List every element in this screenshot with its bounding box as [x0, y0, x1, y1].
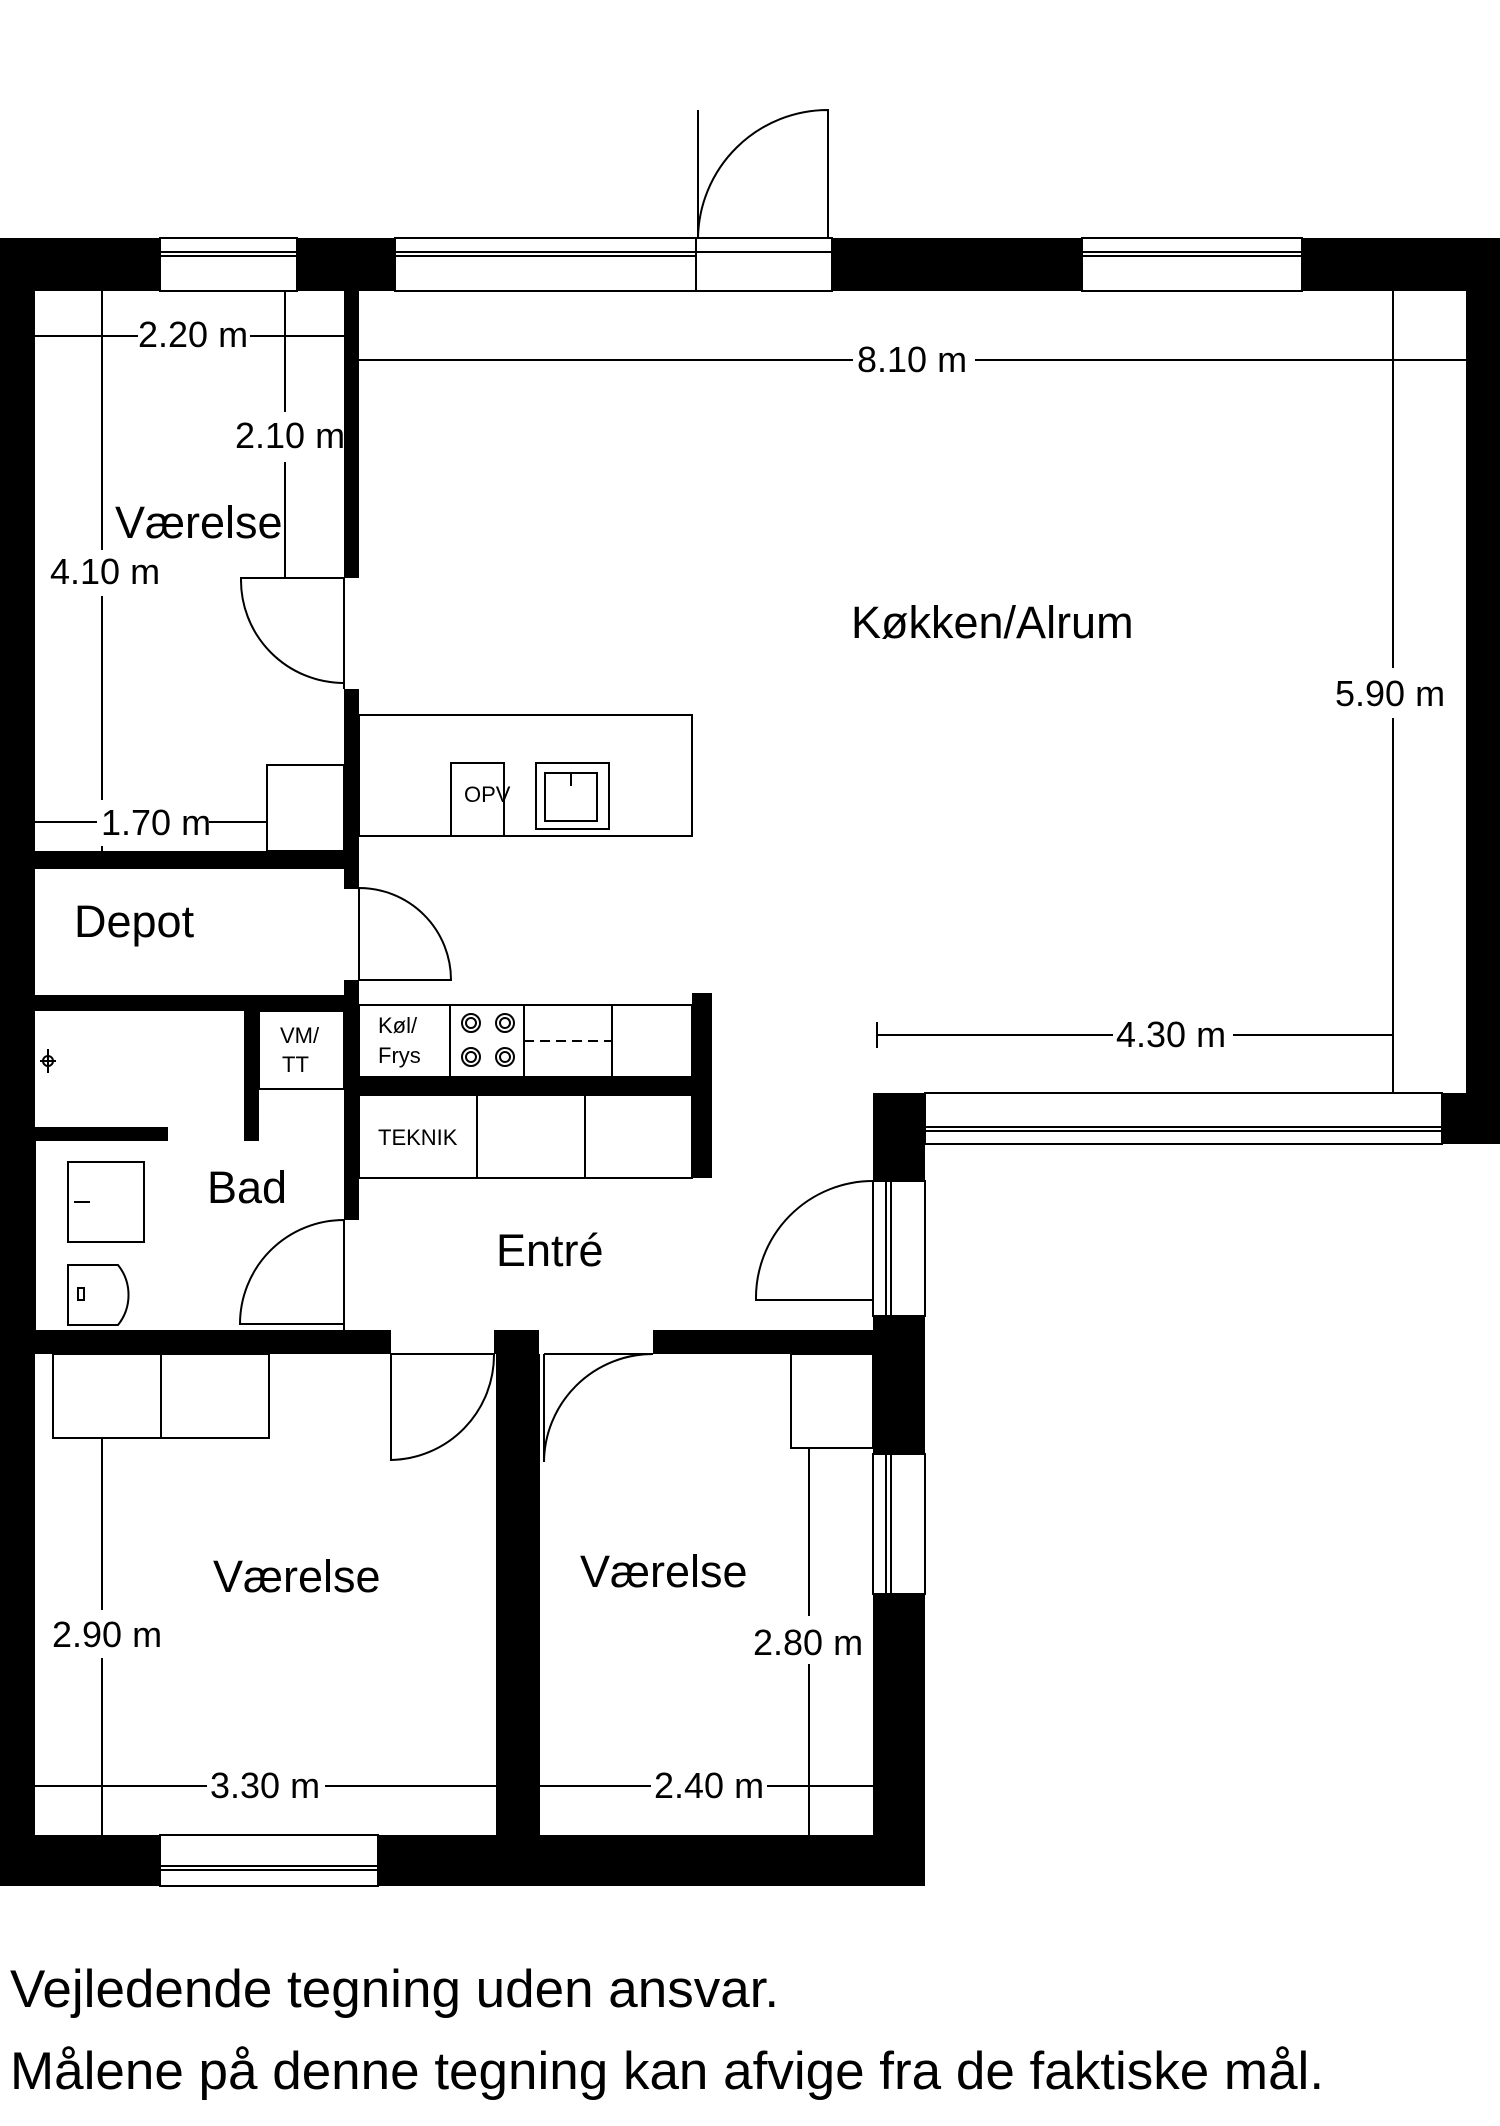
dim-label-2-90: 2.90 m	[52, 1614, 162, 1655]
room-labels: Værelse Køkken/Alrum Depot Bad Entré Vær…	[74, 497, 1134, 1602]
window-right-bedroom	[872, 1453, 926, 1595]
bath-sink	[67, 1161, 145, 1243]
dim-label-3-30: 3.30 m	[210, 1765, 320, 1806]
kitchen-counter	[358, 1004, 693, 1078]
disclaimer-line-1: Vejledende tegning uden ansvar.	[10, 1960, 780, 2019]
fixture-label-frys: Frys	[378, 1043, 421, 1068]
walls	[0, 238, 1500, 1886]
door-depot	[358, 887, 453, 981]
fixture-labels: OPV Køl/ Frys VM/ TT TEKNIK	[280, 782, 511, 1150]
door-bedroom-right	[543, 1353, 654, 1463]
door-bad	[238, 1219, 345, 1330]
room-label-vaerelse-left: Værelse	[213, 1551, 381, 1602]
window-entry-side	[872, 1180, 926, 1317]
door-top	[697, 108, 829, 239]
toilet	[67, 1264, 130, 1326]
door-bedroom-top	[239, 577, 345, 684]
fixtures	[34, 714, 874, 1449]
kitchen-island	[358, 714, 693, 837]
dim-label-2-80: 2.80 m	[753, 1622, 863, 1663]
window-bottom	[159, 1834, 379, 1887]
dimension-labels: 2.20 m 2.10 m 4.10 m 1.70 m 8.10 m 5.90 …	[50, 314, 1445, 1806]
dim-label-1-70: 1.70 m	[101, 802, 211, 843]
dim-label-5-90: 5.90 m	[1335, 673, 1445, 714]
door-bedroom-left	[390, 1353, 496, 1462]
sink	[535, 762, 610, 830]
room-label-vaerelse-top: Værelse	[115, 497, 283, 548]
room-label-bad: Bad	[207, 1162, 287, 1213]
doors	[238, 108, 874, 1463]
wardrobe-right	[790, 1353, 874, 1449]
window-right-step	[924, 1092, 1443, 1145]
fixture-label-opv: OPV	[464, 782, 511, 807]
fixture-label-tt: TT	[282, 1052, 309, 1077]
teknik-cabinet	[358, 1094, 693, 1179]
room-label-vaerelse-right: Værelse	[580, 1546, 748, 1597]
room-label-kokken-alrum: Køkken/Alrum	[851, 597, 1134, 648]
dim-label-8-10: 8.10 m	[857, 339, 967, 380]
washer-dryer	[258, 1010, 345, 1090]
fixture-label-teknik: TEKNIK	[378, 1125, 458, 1150]
door-entry	[754, 1180, 874, 1301]
dim-label-2-40: 2.40 m	[654, 1765, 764, 1806]
fixture-label-kol: Køl/	[378, 1013, 418, 1038]
dim-label-2-20: 2.20 m	[138, 314, 248, 355]
dim-label-2-10: 2.10 m	[235, 415, 345, 456]
dim-label-4-30: 4.30 m	[1116, 1014, 1226, 1055]
dishwasher	[450, 762, 505, 837]
room-label-entre: Entré	[496, 1225, 604, 1276]
window-top-3	[1081, 237, 1303, 292]
room-label-depot: Depot	[74, 896, 195, 947]
window-top-1	[159, 237, 298, 292]
fixture-label-vm: VM/	[280, 1023, 320, 1048]
dim-label-4-10: 4.10 m	[50, 551, 160, 592]
disclaimer-line-2: Målene på denne tegning kan afvige fra d…	[10, 2042, 1325, 2101]
